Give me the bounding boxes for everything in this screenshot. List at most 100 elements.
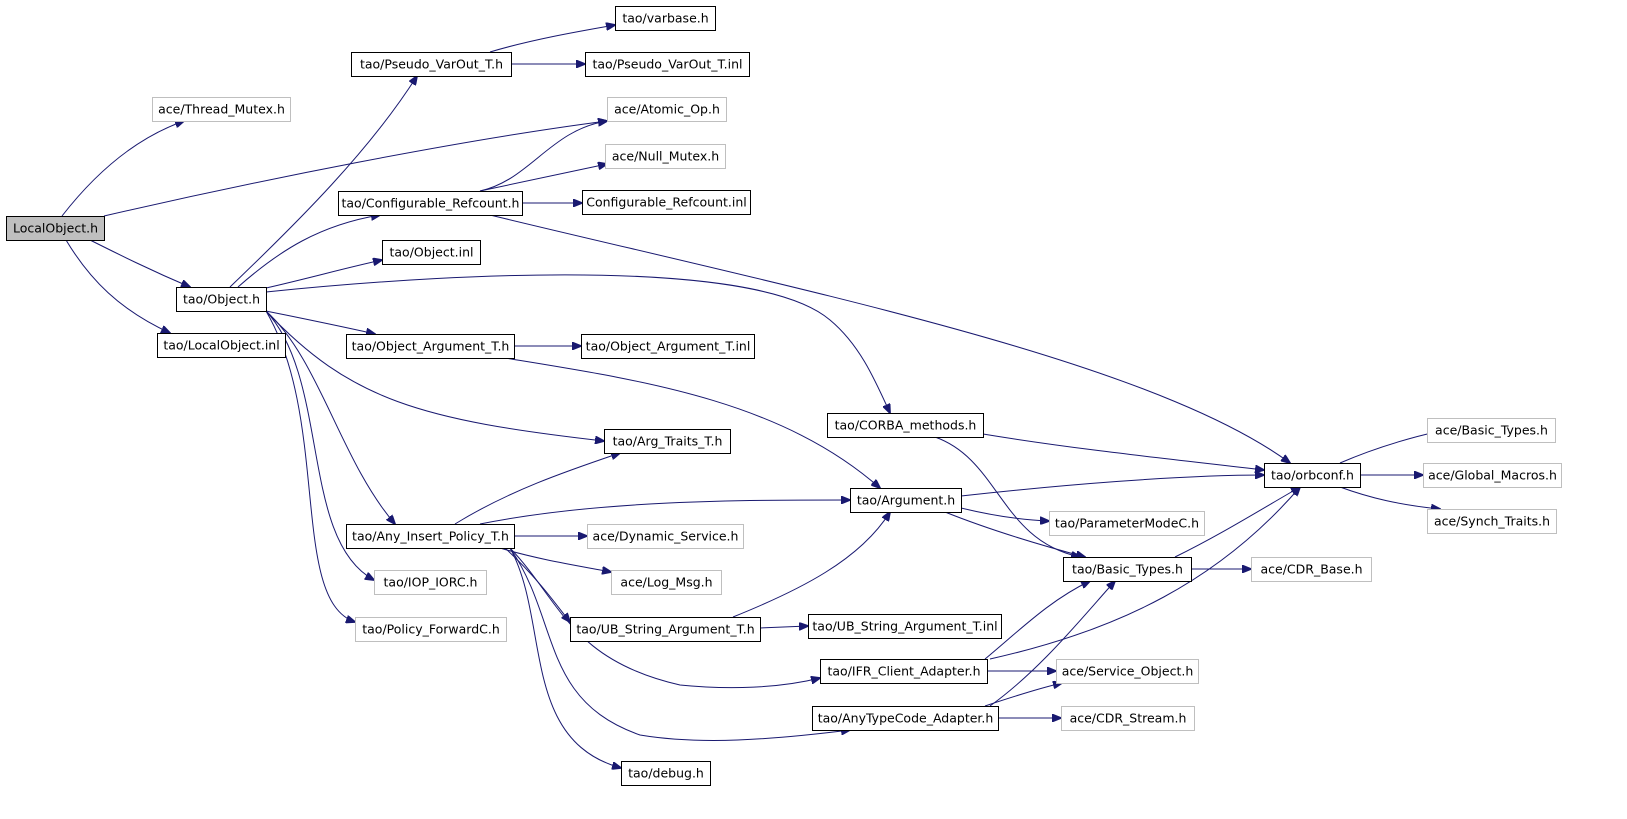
- node-label: tao/Object.inl: [390, 245, 474, 260]
- node-box: [338, 191, 523, 216]
- node-box: [621, 761, 711, 786]
- edge-tao_any_insert-to-tao_debug: [509, 547, 621, 768]
- node-tao-ifr-client[interactable]: tao/IFR_Client_Adapter.h: [820, 659, 988, 684]
- node-tao-iop-iorc: tao/IOP_IORC.h: [374, 570, 487, 595]
- node-label: ace/CDR_Stream.h: [1070, 711, 1187, 726]
- edge-tao_any_insert-to-tao_ifr_client: [509, 547, 820, 689]
- node-label: tao/Pseudo_VarOut_T.inl: [593, 57, 743, 72]
- node-tao-corba-methods[interactable]: tao/CORBA_methods.h: [827, 413, 984, 438]
- node-label: Configurable_Refcount.inl: [586, 195, 747, 210]
- node-label: ace/Synch_Traits.h: [1434, 514, 1550, 529]
- edge-localobject_h-to-tao_object_h: [89, 239, 190, 287]
- node-tao-object-inl[interactable]: tao/Object.inl: [382, 240, 481, 265]
- node-label: ace/Service_Object.h: [1062, 664, 1194, 679]
- node-box: [382, 240, 481, 265]
- node-tao-pseudo-varout[interactable]: tao/Pseudo_VarOut_T.h: [351, 52, 512, 77]
- node-tao-basic-types[interactable]: tao/Basic_Types.h: [1063, 557, 1192, 582]
- node-box: [346, 524, 515, 549]
- node-tao-orbconf[interactable]: tao/orbconf.h: [1264, 463, 1361, 488]
- node-label: tao/IFR_Client_Adapter.h: [827, 664, 980, 679]
- node-box: [351, 52, 512, 77]
- edge-tao_object_h-to-tao_any_insert: [265, 310, 395, 524]
- node-ace-synch-traits: ace/Synch_Traits.h: [1427, 509, 1557, 534]
- node-label: tao/Object_Argument_T.inl: [586, 339, 751, 354]
- node-ace-cdr-base: ace/CDR_Base.h: [1251, 557, 1372, 582]
- node-label: tao/Argument.h: [857, 493, 955, 508]
- edge-tao_anytypecode-to-ace_service_object: [984, 683, 1062, 707]
- node-ace-service-object: ace/Service_Object.h: [1056, 659, 1199, 684]
- node-label: ace/Atomic_Op.h: [614, 102, 720, 117]
- edge-tao_any_insert-to-tao_argument: [479, 500, 850, 525]
- edge-tao_config_refcount-to-ace_atomic_op: [479, 121, 607, 192]
- node-tao-any-insert[interactable]: tao/Any_Insert_Policy_T.h: [346, 524, 515, 549]
- node-tao-argument[interactable]: tao/Argument.h: [850, 488, 962, 513]
- edge-localobject_h-to-tao_localobject_inl: [65, 239, 170, 333]
- node-box: [582, 190, 751, 215]
- node-box: [605, 144, 726, 169]
- node-tao-arg-traits[interactable]: tao/Arg_Traits_T.h: [604, 429, 731, 454]
- node-tao-pseudo-varout-inl[interactable]: tao/Pseudo_VarOut_T.inl: [585, 52, 750, 77]
- edges-layer: [61, 25, 1440, 768]
- node-tao-debug[interactable]: tao/debug.h: [621, 761, 711, 786]
- node-box: [604, 429, 731, 454]
- node-box: [611, 570, 722, 595]
- node-label: tao/Any_Insert_Policy_T.h: [352, 529, 509, 544]
- node-tao-varbase[interactable]: tao/varbase.h: [615, 6, 716, 31]
- node-label: ace/Dynamic_Service.h: [593, 529, 739, 544]
- edge-localobject_h-to-ace_atomic_op: [103, 121, 607, 217]
- node-tao-parametermode: tao/ParameterModeC.h: [1049, 511, 1205, 536]
- node-box: [1061, 706, 1195, 731]
- node-label: tao/varbase.h: [622, 11, 708, 26]
- node-label: tao/Policy_ForwardC.h: [362, 622, 500, 637]
- node-tao-localobject-inl[interactable]: tao/LocalObject.inl: [157, 333, 286, 358]
- edge-tao_object_h-to-tao_arg_traits: [265, 310, 604, 441]
- node-config-refcount-inl[interactable]: Configurable_Refcount.inl: [582, 190, 751, 215]
- node-label: ace/Basic_Types.h: [1435, 423, 1548, 438]
- edge-tao_ub_string-to-tao_argument: [732, 512, 890, 618]
- node-box: [850, 488, 962, 513]
- edge-tao_ifr_client-to-tao_orbconf: [989, 487, 1300, 660]
- node-box: [820, 659, 988, 684]
- node-tao-object-arg-inl[interactable]: tao/Object_Argument_T.inl: [581, 334, 755, 359]
- edge-tao_any_insert-to-tao_ub_string: [504, 547, 570, 622]
- node-box: [812, 706, 999, 731]
- node-label: tao/Object.h: [183, 292, 260, 307]
- edge-tao_object_h-to-tao_iop_iorc: [265, 310, 374, 580]
- edge-tao_object_h-to-tao_config_refcount: [237, 215, 380, 288]
- edge-tao_orbconf-to-ace_basic_types: [1339, 431, 1440, 464]
- node-ace-global-macros: ace/Global_Macros.h: [1423, 463, 1562, 488]
- node-box: [607, 97, 727, 122]
- node-ace-log-msg: ace/Log_Msg.h: [611, 570, 722, 595]
- edge-tao_config_refcount-to-tao_orbconf: [489, 214, 1290, 463]
- node-label: ace/Global_Macros.h: [1428, 468, 1557, 483]
- node-ace-atomic-op: ace/Atomic_Op.h: [607, 97, 727, 122]
- node-tao-object-arg[interactable]: tao/Object_Argument_T.h: [346, 334, 515, 359]
- node-box: [1427, 418, 1556, 443]
- node-localobject-h[interactable]: LocalObject.h: [6, 216, 105, 241]
- edge-tao_argument-to-tao_basic_types: [944, 511, 1085, 557]
- node-label: tao/ParameterModeC.h: [1055, 516, 1199, 531]
- node-tao-object-h[interactable]: tao/Object.h: [176, 287, 267, 312]
- edge-tao_ub_string-to-tao_ub_string_inl: [759, 626, 808, 628]
- node-tao-anytypecode[interactable]: tao/AnyTypeCode_Adapter.h: [812, 706, 999, 731]
- node-box: [1423, 463, 1562, 488]
- node-label: tao/Basic_Types.h: [1072, 562, 1183, 577]
- edge-tao_ifr_client-to-tao_basic_types: [984, 581, 1090, 660]
- nodes-layer: LocalObject.hace/Thread_Mutex.htao/Objec…: [6, 6, 1562, 786]
- node-tao-ub-string[interactable]: tao/UB_String_Argument_T.h: [570, 617, 761, 642]
- node-label: LocalObject.h: [13, 221, 98, 236]
- node-box: [827, 413, 984, 438]
- node-tao-policy-forward: tao/Policy_ForwardC.h: [355, 617, 507, 642]
- node-tao-ub-string-inl[interactable]: tao/UB_String_Argument_T.inl: [808, 614, 1002, 639]
- node-label: tao/Pseudo_VarOut_T.h: [360, 57, 503, 72]
- edge-tao_anytypecode-to-tao_basic_types: [989, 581, 1115, 707]
- node-box: [374, 570, 487, 595]
- node-box: [157, 333, 286, 358]
- edge-tao_any_insert-to-ace_log_msg: [499, 547, 611, 572]
- edge-tao_basic_types-to-tao_orbconf: [1174, 487, 1300, 558]
- node-label: tao/orbconf.h: [1271, 468, 1354, 483]
- node-box: [585, 52, 750, 77]
- node-label: tao/AnyTypeCode_Adapter.h: [818, 711, 994, 726]
- edge-tao_pseudo_varout-to-tao_varbase: [489, 25, 615, 53]
- node-tao-config-refcount[interactable]: tao/Configurable_Refcount.h: [338, 191, 523, 216]
